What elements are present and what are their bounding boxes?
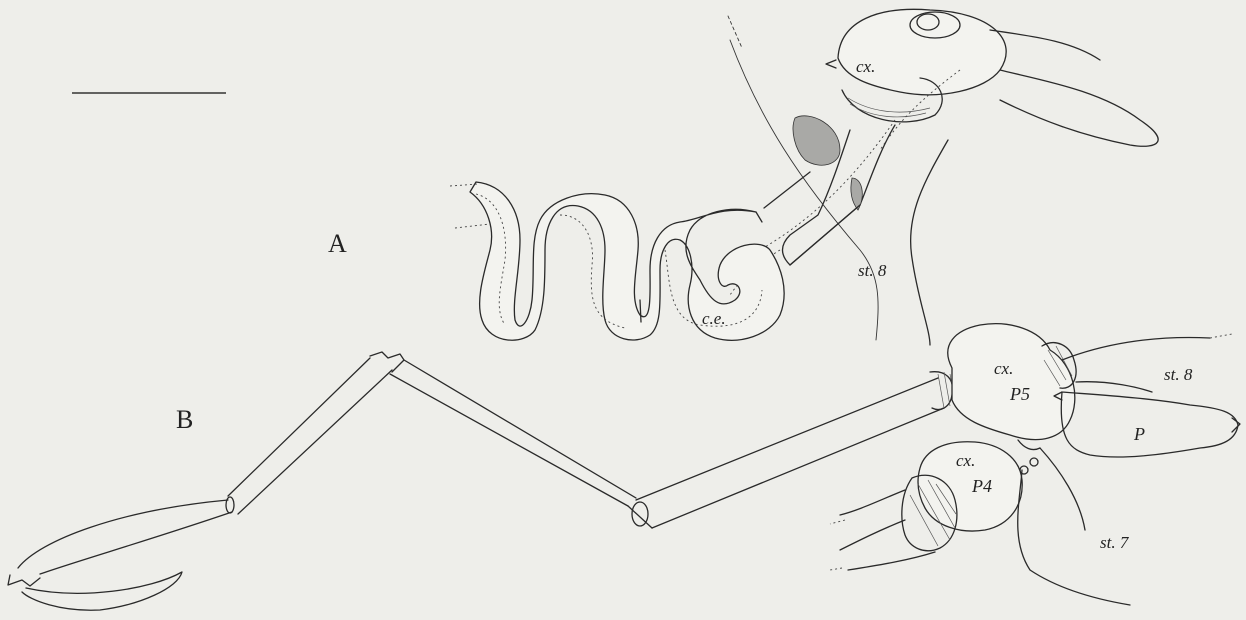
label-b-sternite8: st. 8 — [1164, 365, 1193, 384]
label-a-sternite8: st. 8 — [858, 261, 887, 280]
panel-a-drawing — [450, 9, 1158, 345]
label-b-p: P — [1133, 424, 1145, 444]
panel-b-drawing — [8, 324, 1240, 610]
label-b-sternite7: st. 7 — [1100, 533, 1130, 552]
label-b-p5: P5 — [1009, 384, 1030, 404]
label-a-ce: c.e. — [702, 309, 726, 328]
panel-label-b: B — [176, 405, 193, 434]
label-b-p4: P4 — [971, 476, 992, 496]
label-a-coxa: cx. — [856, 57, 875, 76]
panel-label-a: A — [328, 229, 347, 258]
label-b-coxa-p4: cx. — [956, 451, 975, 470]
label-b-coxa-p5: cx. — [994, 359, 1013, 378]
